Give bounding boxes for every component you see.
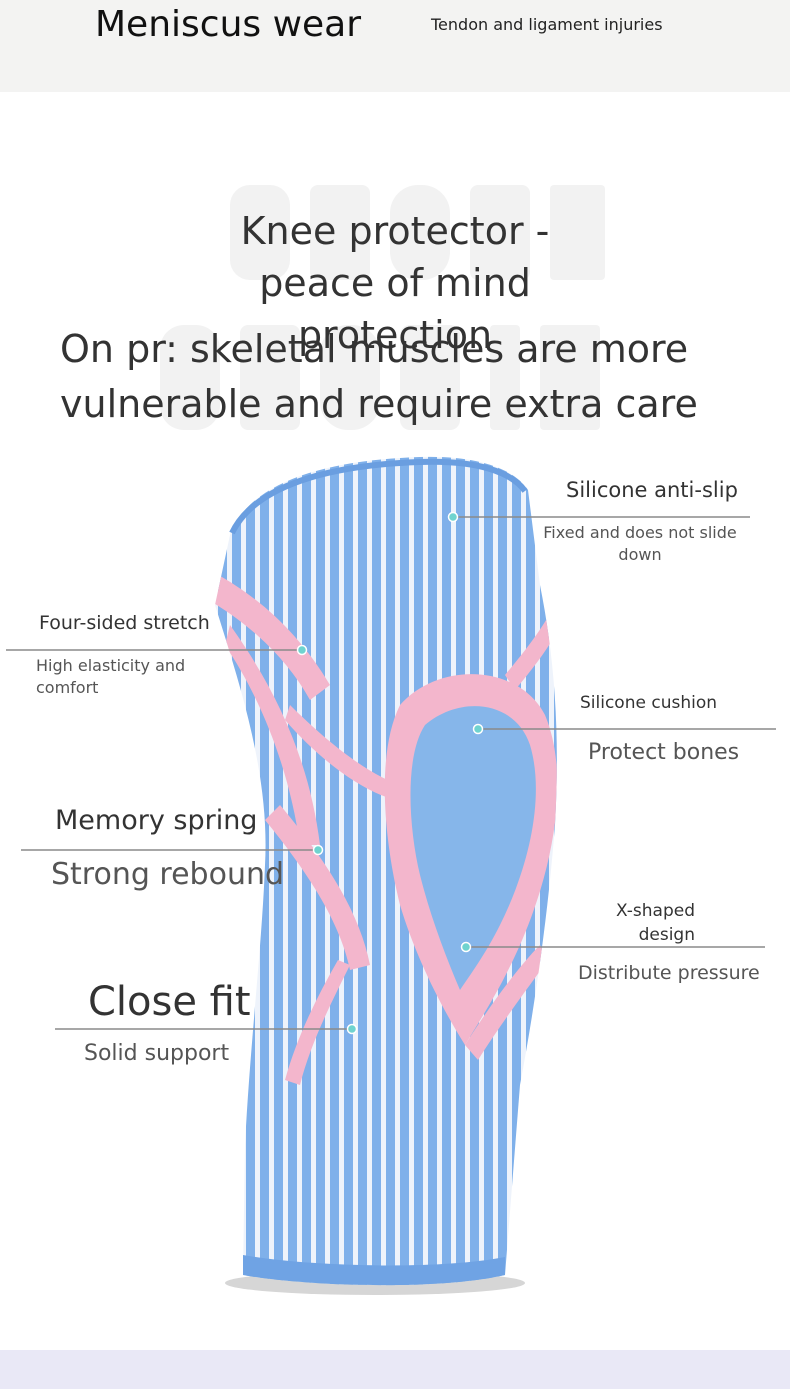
page-subtitle: On pr: skeletal muscles are more vulnera… <box>60 327 698 426</box>
meniscus-wear-title: Meniscus wear <box>95 4 362 45</box>
top-banner: Meniscus wear Tendon and ligament injuri… <box>0 0 790 92</box>
four-sided-stretch-desc: High elasticity and comfort <box>36 656 186 697</box>
marker-memory-spring <box>312 844 324 856</box>
tendon-injuries-title: Tendon and ligament injuries <box>431 15 663 34</box>
silicone-cushion-desc: Protect bones <box>588 740 740 765</box>
knee-sleeve-image <box>6 456 776 1295</box>
close-fit-desc: Solid support <box>84 1041 230 1066</box>
x-shaped-desc: Distribute pressure <box>578 962 760 984</box>
close-fit-title: Close fit <box>88 979 251 1025</box>
marker-x-shaped <box>460 941 472 953</box>
bottom-band <box>0 1350 790 1389</box>
memory-spring-title: Memory spring <box>55 805 258 836</box>
silicone-anti-slip-title: Silicone anti-slip <box>566 478 738 502</box>
marker-four-sided-stretch <box>296 644 308 656</box>
silicone-cushion-title: Silicone cushion <box>580 693 717 713</box>
marker-close-fit <box>346 1023 358 1035</box>
x-shaped-title: X-shaped design <box>615 901 695 945</box>
marker-silicone-anti-slip <box>447 511 459 523</box>
silicone-anti-slip-desc: Fixed and does not slide down <box>543 523 737 564</box>
marker-silicone-cushion <box>472 723 484 735</box>
page-title: Knee protector - peace of mind protectio… <box>240 209 550 357</box>
four-sided-stretch-title: Four-sided stretch <box>39 612 210 634</box>
memory-spring-desc: Strong rebound <box>51 857 285 892</box>
